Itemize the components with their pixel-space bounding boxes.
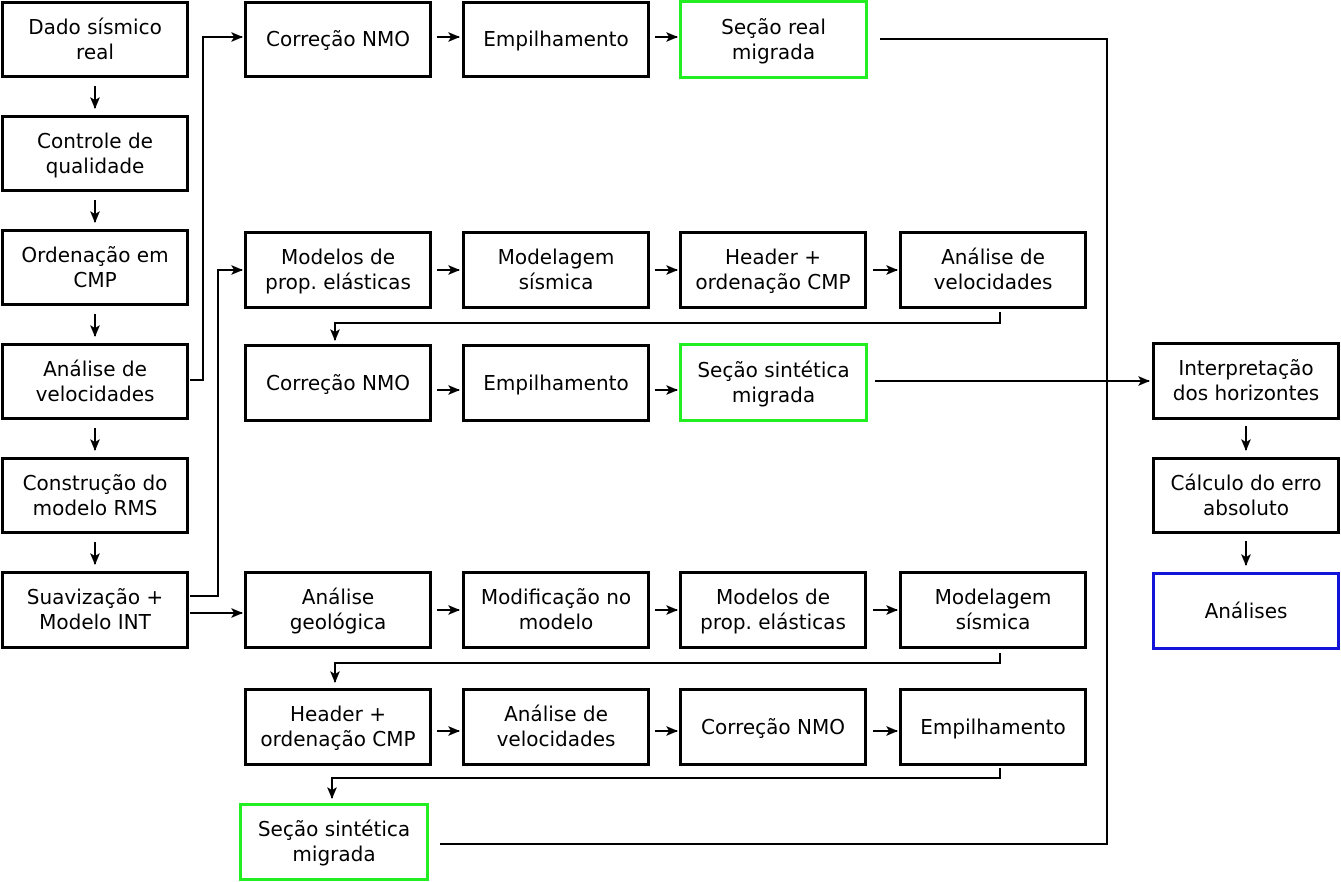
node-r3-secao-sintetica-migrada: Seção sintética migrada — [679, 343, 868, 422]
node-ordenacao-cmp: Ordenação em CMP — [1, 229, 189, 306]
arrow-analise-to-r1-nmo — [190, 32, 243, 381]
node-r1-empilhamento: Empilhamento — [462, 1, 650, 78]
node-dado-sismico: Dado sísmico real — [1, 1, 189, 78]
node-r5-correcao-nmo: Correção NMO — [679, 688, 867, 766]
node-r6-secao-sintetica-migrada: Seção sintética migrada — [239, 803, 429, 881]
node-construcao-rms: Construção do modelo RMS — [1, 457, 189, 534]
arrow-suavizacao-to-r2-modelos — [190, 265, 243, 597]
node-r3-empilhamento: Empilhamento — [462, 344, 650, 422]
node-r5-empilhamento: Empilhamento — [899, 688, 1087, 766]
arrow-r4-modelagem-to-r5-header — [330, 653, 1001, 683]
node-r5-analise-velocidades: Análise de velocidades — [462, 688, 650, 766]
node-r4-analise-geologica: Análise geológica — [244, 571, 432, 649]
node-r2-modelagem-sismica: Modelagem sísmica — [462, 231, 650, 309]
node-analises: Análises — [1152, 572, 1340, 650]
node-interpretacao-horizontes: Interpretação dos horizontes — [1152, 342, 1340, 420]
arrow-r2-analise-to-r3-nmo — [330, 312, 1001, 341]
node-r1-secao-real-migrada: Seção real migrada — [679, 0, 868, 79]
node-r2-header-ordenacao: Header + ordenação CMP — [679, 231, 867, 309]
line-r1-secao-to-merge — [440, 38, 1108, 845]
node-r4-modelagem-sismica: Modelagem sísmica — [899, 571, 1087, 649]
arrow-r5-emp-to-r6-secao — [327, 768, 1001, 799]
node-analise-velocidades: Análise de velocidades — [1, 343, 189, 420]
node-r2-analise-velocidades: Análise de velocidades — [899, 231, 1087, 309]
node-suavizacao: Suavização + Modelo INT — [1, 571, 189, 649]
node-r3-correcao-nmo: Correção NMO — [244, 344, 432, 422]
node-r4-modificacao-modelo: Modificação no modelo — [462, 571, 650, 649]
node-r2-modelos-prop: Modelos de prop. elásticas — [244, 231, 432, 309]
node-controle-qualidade: Controle de qualidade — [1, 115, 189, 192]
node-r1-correcao-nmo: Correção NMO — [244, 1, 432, 78]
node-r5-header-ordenacao: Header + ordenação CMP — [244, 688, 432, 766]
node-calculo-erro: Cálculo do erro absoluto — [1152, 457, 1340, 534]
node-r4-modelos-prop: Modelos de prop. elásticas — [679, 571, 867, 649]
